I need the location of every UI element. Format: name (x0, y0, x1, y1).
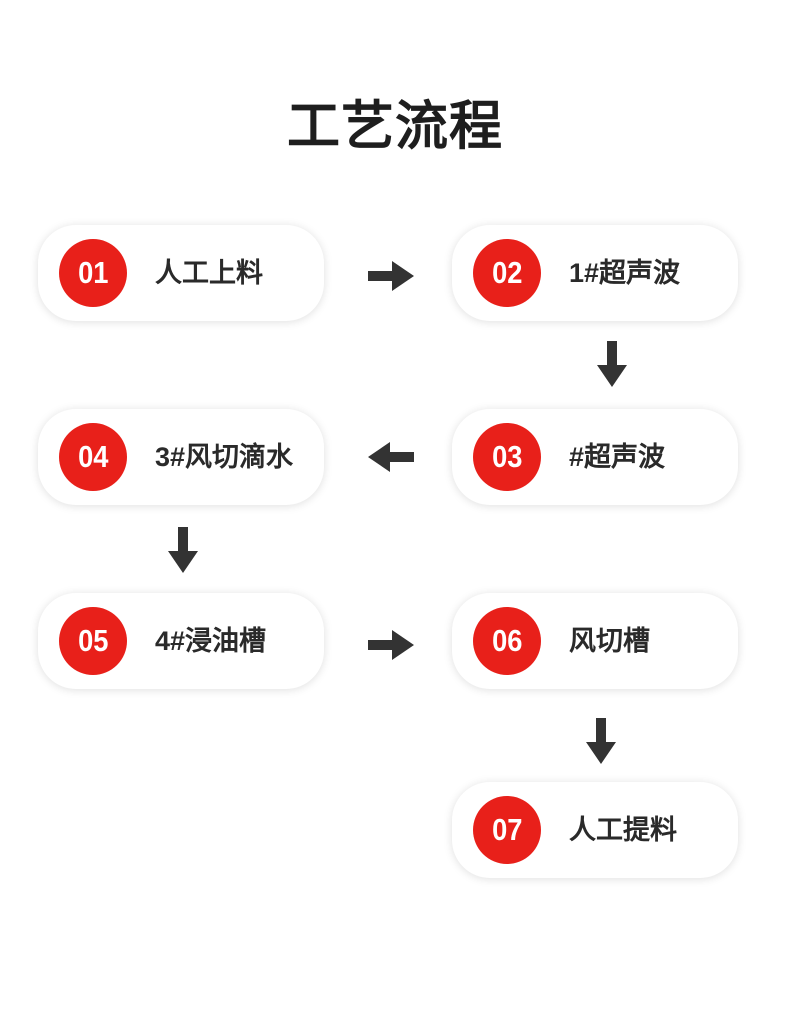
step-number: 03 (491, 439, 523, 474)
step-06: 06 风切槽 (452, 593, 738, 689)
step-04: 04 3#风切滴水 (38, 409, 324, 505)
step-number-badge: 03 (473, 423, 541, 491)
step-03: 03 #超声波 (452, 409, 738, 505)
step-number: 05 (77, 623, 109, 658)
arrow-down-icon (166, 527, 200, 573)
arrow-down-icon (595, 341, 629, 387)
step-number: 06 (491, 623, 523, 658)
step-label: 4#浸油槽 (155, 626, 267, 656)
step-number: 04 (77, 439, 109, 474)
page-title: 工艺流程 (287, 97, 503, 156)
step-number-badge: 02 (473, 239, 541, 307)
arrow-right-icon (368, 259, 414, 293)
step-label: #超声波 (569, 442, 666, 472)
step-number: 01 (77, 255, 109, 290)
step-07: 07 人工提料 (452, 782, 738, 878)
step-05: 05 4#浸油槽 (38, 593, 324, 689)
step-number-badge: 01 (59, 239, 127, 307)
step-number-badge: 06 (473, 607, 541, 675)
step-number-badge: 04 (59, 423, 127, 491)
step-number-badge: 05 (59, 607, 127, 675)
step-01: 01 人工上料 (38, 225, 324, 321)
step-number: 07 (491, 812, 523, 847)
step-label: 人工上料 (155, 258, 263, 288)
step-label: 人工提料 (569, 815, 677, 845)
step-number-badge: 07 (473, 796, 541, 864)
arrow-down-icon (584, 718, 618, 764)
step-02: 02 1#超声波 (452, 225, 738, 321)
step-label: 3#风切滴水 (155, 442, 294, 472)
arrow-right-icon (368, 628, 414, 662)
step-number: 02 (491, 255, 523, 290)
arrow-left-icon (368, 440, 414, 474)
step-label: 1#超声波 (569, 258, 681, 288)
step-label: 风切槽 (569, 626, 650, 656)
